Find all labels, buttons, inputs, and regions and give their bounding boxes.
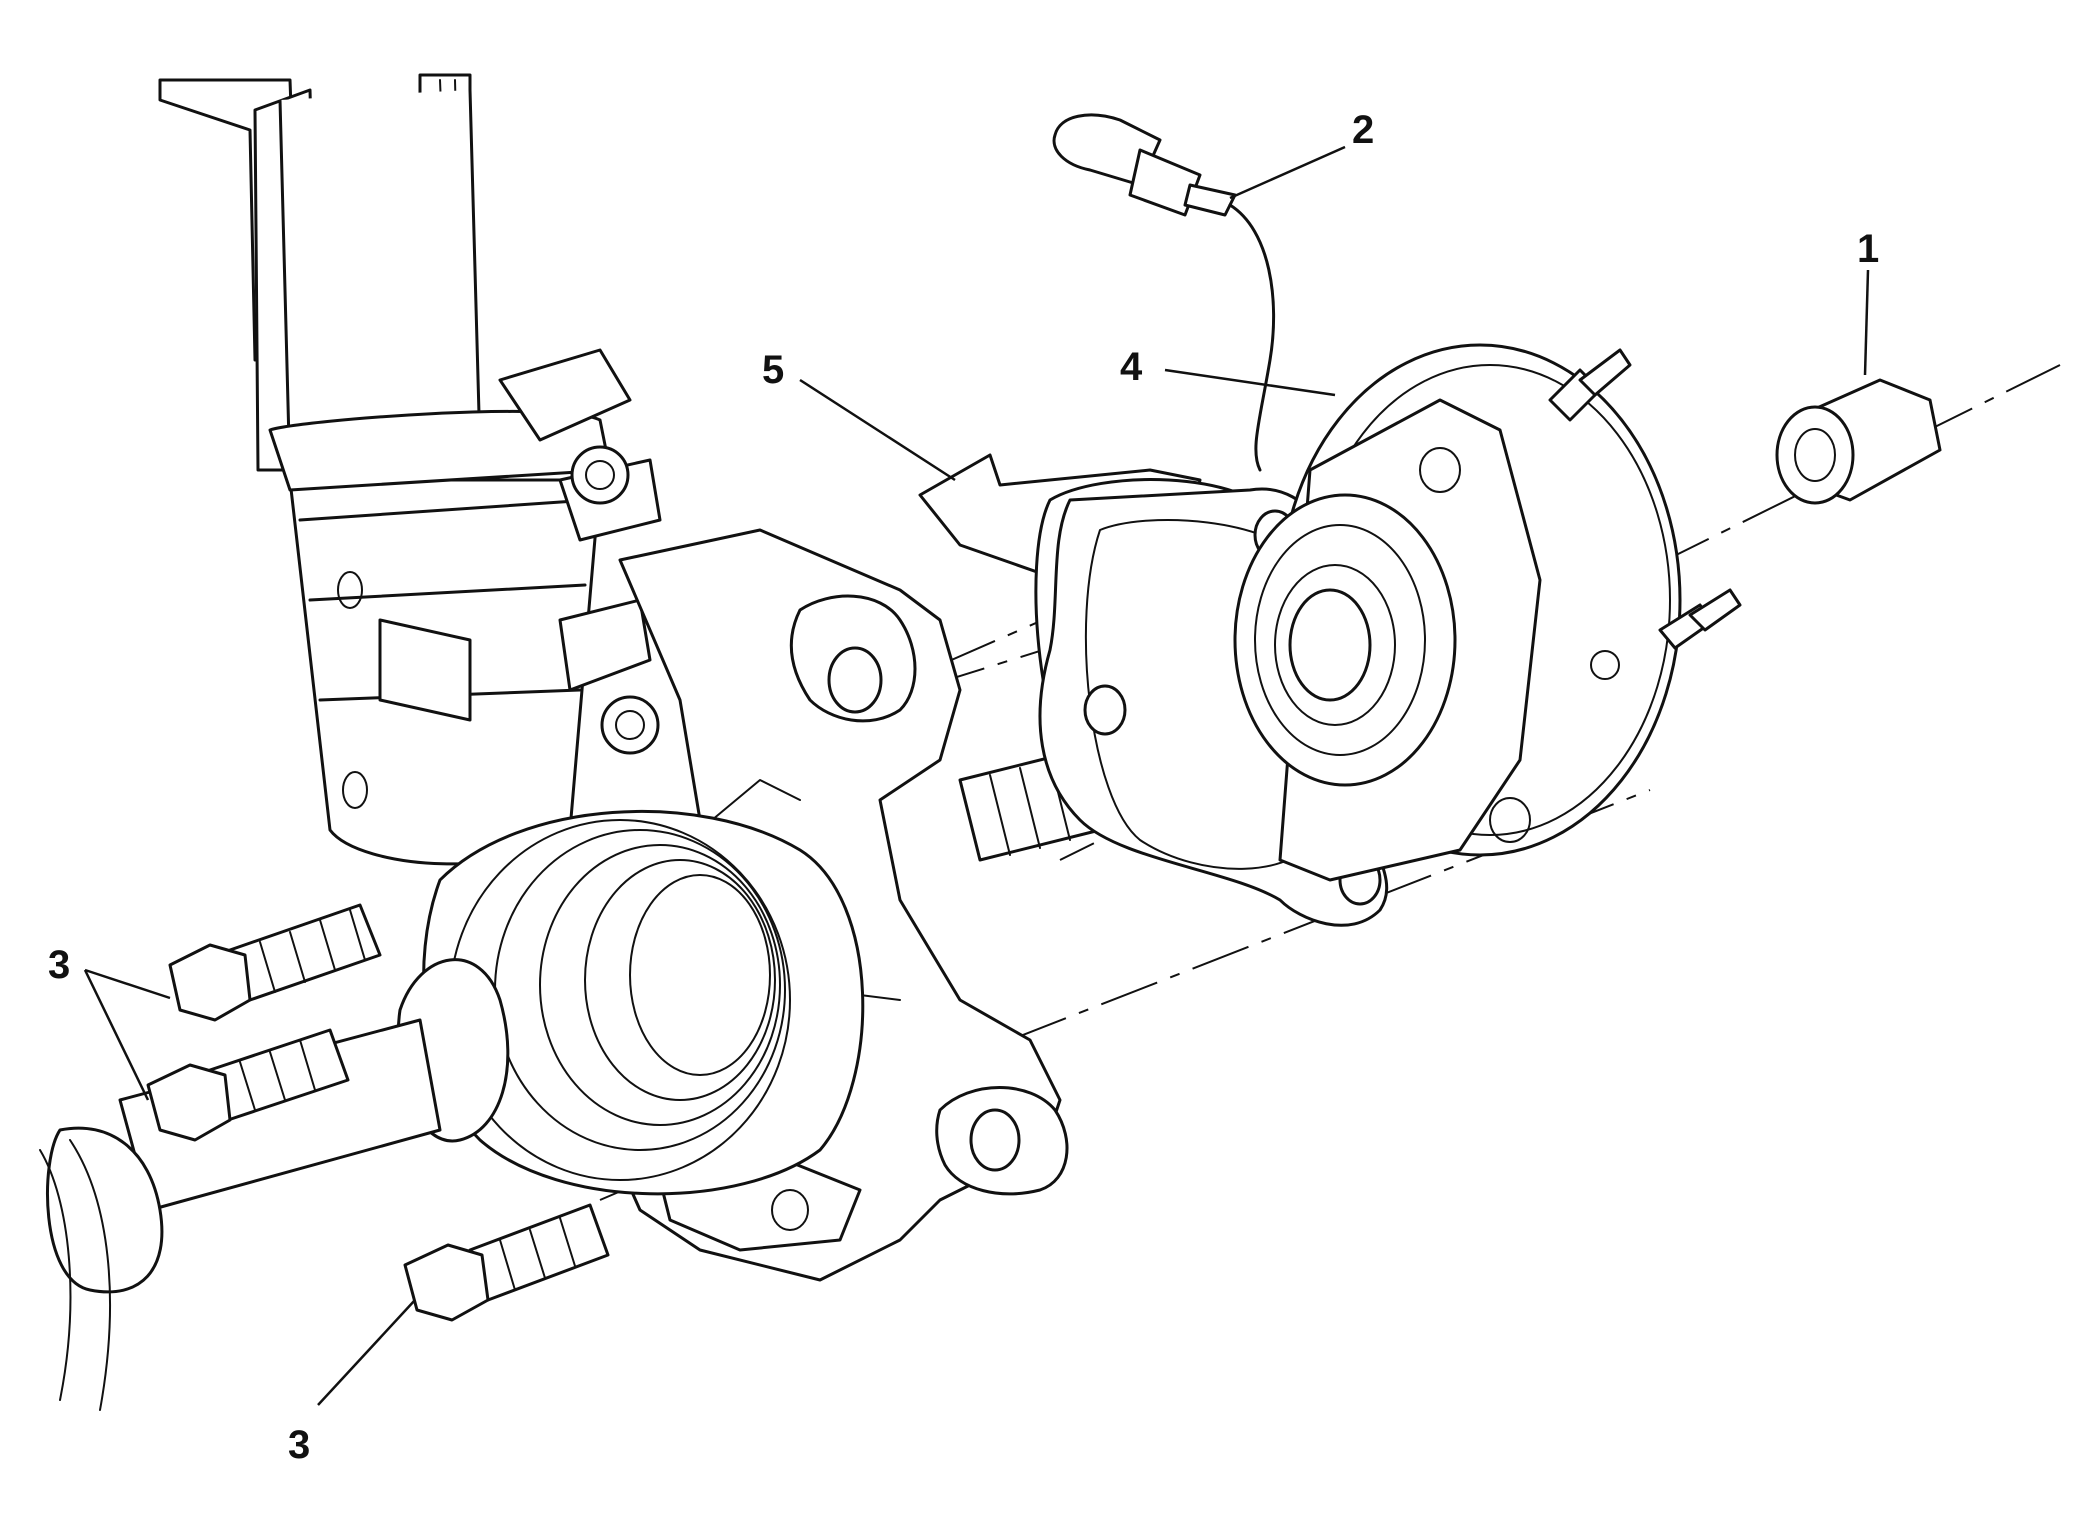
leader-4: [1164, 368, 1336, 397]
wheel-hub-bearing: [1233, 343, 1742, 882]
callout-4: 4: [1120, 345, 1143, 389]
hub-bolt-upper-left: [168, 903, 382, 1022]
callout-2: 2: [1352, 108, 1374, 152]
callout-labels: 1 2 3 3 4 5: [48, 108, 1879, 1467]
hub-bolt-lower-left: [146, 1028, 350, 1142]
leader-3a: [84, 968, 171, 1000]
leader-2: [1229, 145, 1346, 200]
leader-5: [799, 378, 956, 482]
hub-bolt-bottom: [403, 1203, 610, 1322]
callout-5: 5: [762, 348, 784, 392]
hub-nut: [1775, 378, 1942, 505]
callout-1: 1: [1857, 227, 1879, 271]
callout-3-upper: 3: [48, 943, 70, 987]
leader-lines: [83, 145, 1870, 1406]
strut-assembly: [158, 73, 662, 866]
leader-3c: [317, 1299, 416, 1406]
callout-3-bottom: 3: [288, 1423, 310, 1467]
leader-1: [1863, 269, 1870, 376]
leader-3b: [83, 969, 150, 1101]
cv-axle-boot: [39, 809, 865, 1411]
wheel-speed-sensor: [1052, 113, 1276, 472]
